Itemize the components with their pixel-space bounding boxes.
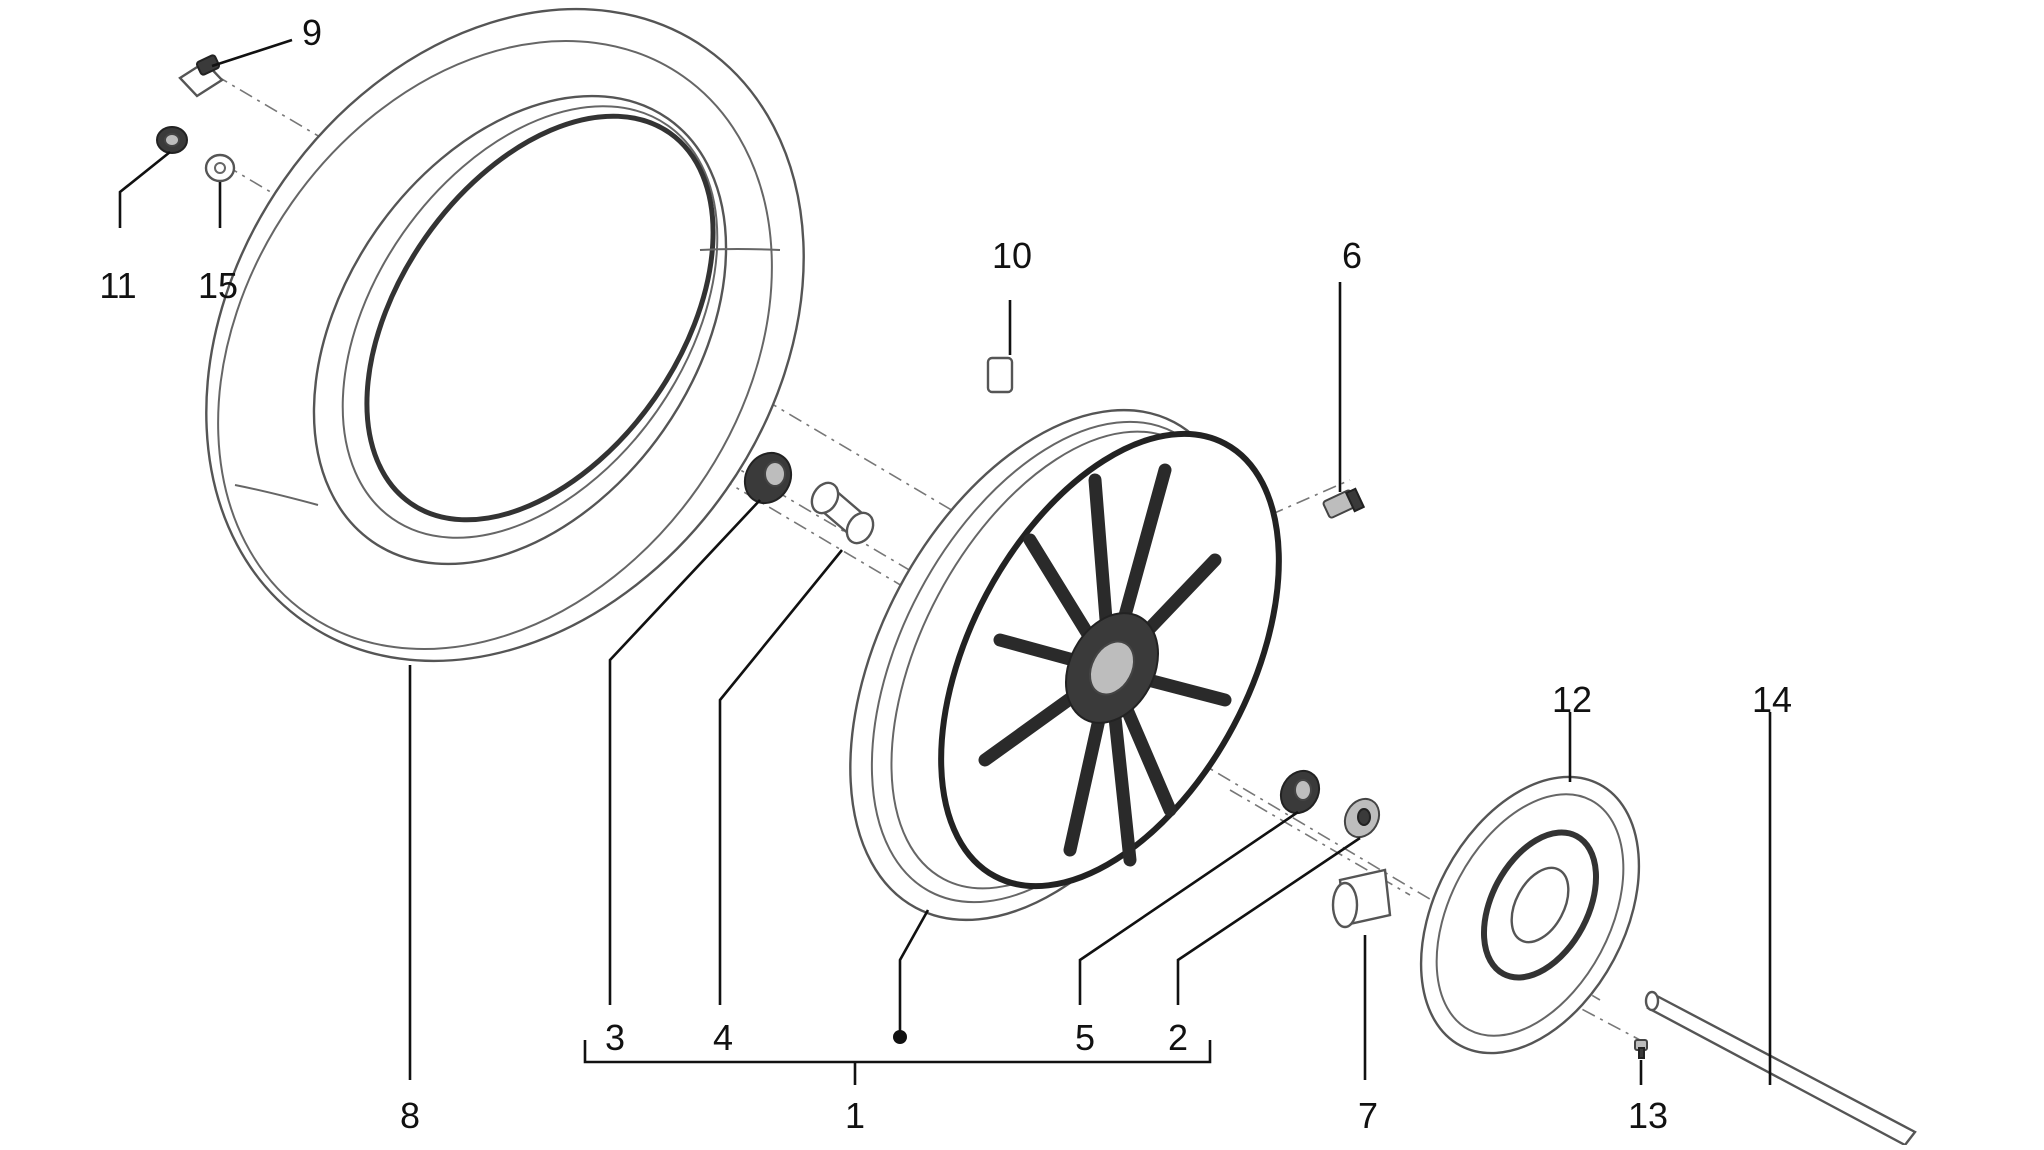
- valve-cap-part-9: [178, 54, 224, 98]
- wheel-rim: [849, 408, 1282, 922]
- axle-part-14: [1644, 990, 1917, 1147]
- callout-13: 13: [1628, 1095, 1668, 1136]
- callout-11: 11: [99, 265, 136, 306]
- tire: [205, 7, 805, 663]
- callout-6: 6: [1342, 235, 1362, 276]
- callout-15: 15: [198, 265, 238, 306]
- callout-5: 5: [1075, 1017, 1095, 1058]
- bolt-part-13: [1634, 1039, 1648, 1059]
- bearing-part-5: [1279, 769, 1321, 815]
- leader-lines: [118, 38, 1772, 1085]
- callout-3: 3: [605, 1017, 625, 1058]
- callout-labels: 1 2 3 4 5 6 7 8 9 10 11 12 13 14 15: [99, 12, 1792, 1136]
- callout-2: 2: [1168, 1017, 1188, 1058]
- wheel-weight-part-10: [986, 356, 1014, 394]
- callout-9: 9: [302, 12, 322, 53]
- spacer-part-7: [1331, 868, 1392, 929]
- callout-1: 1: [845, 1095, 865, 1136]
- seal-part-2: [1343, 797, 1381, 839]
- callout-8: 8: [400, 1095, 420, 1136]
- callout-14: 14: [1752, 679, 1792, 720]
- callout-12: 12: [1552, 679, 1592, 720]
- brake-disc-part-12: [1419, 775, 1641, 1055]
- washer-part-15: [204, 153, 236, 183]
- spacer-tube-part-4: [810, 481, 875, 545]
- callout-10: 10: [992, 235, 1032, 276]
- nut-part-11: [156, 126, 188, 154]
- tire-valve-part-6: [1322, 487, 1366, 519]
- callout-7: 7: [1358, 1095, 1378, 1136]
- assembly-dot: [893, 1030, 907, 1044]
- callout-4: 4: [713, 1017, 733, 1058]
- bearing-part-3: [743, 451, 793, 505]
